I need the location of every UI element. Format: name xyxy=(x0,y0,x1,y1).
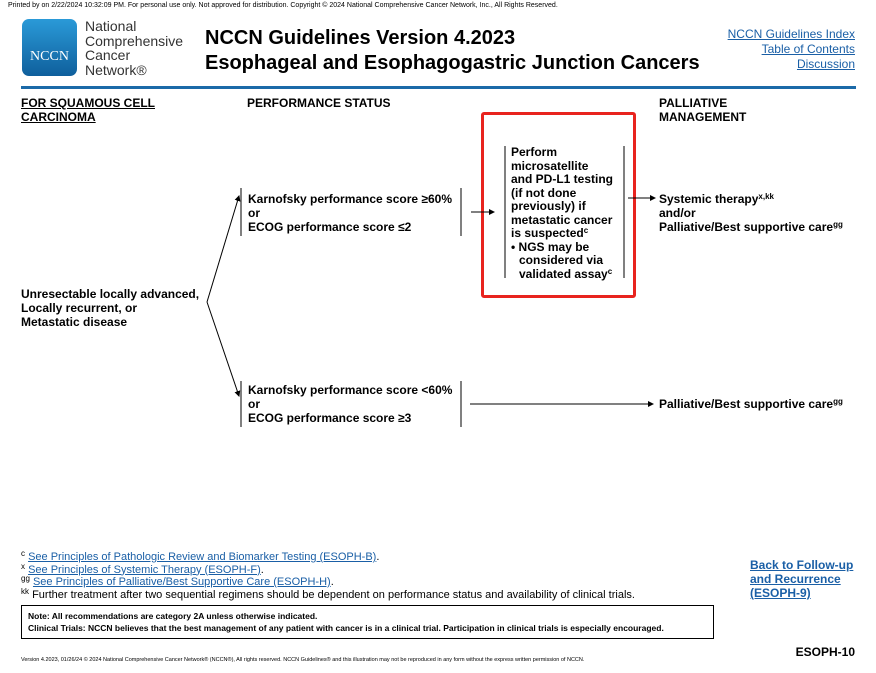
page-id: ESOPH-10 xyxy=(795,645,855,659)
discussion-link[interactable]: Discussion xyxy=(796,57,855,71)
note-box: Note: All recommendations are category 2… xyxy=(21,605,714,639)
testing-highlight-box xyxy=(481,112,636,298)
mgmt-low-node: Palliative/Best supportive caregg xyxy=(659,397,843,411)
nccn-logo: NCCN xyxy=(22,19,77,76)
print-line: Printed by on 2/22/2024 10:32:09 PM. For… xyxy=(8,2,558,9)
footnote-link-c[interactable]: See Principles of Pathologic Review and … xyxy=(28,551,377,563)
start-node: Unresectable locally advanced,Locally re… xyxy=(21,287,200,329)
footnote-link-gg[interactable]: See Principles of Palliative/Best Suppor… xyxy=(32,576,331,588)
header-divider xyxy=(21,86,856,89)
connector-to-low xyxy=(206,301,241,397)
nav-links: NCCN Guidelines Index Table of Contents … xyxy=(728,27,855,72)
header-performance: PERFORMANCE STATUS xyxy=(247,96,391,110)
guidelines-index-link[interactable]: NCCN Guidelines Index xyxy=(727,27,855,41)
connector-to-high xyxy=(206,195,241,303)
copyright: Version 4.2023, 01/26/24 © 2024 National… xyxy=(21,657,585,663)
toc-link[interactable]: Table of Contents xyxy=(761,42,855,56)
footnotes: c See Principles of Pathologic Review an… xyxy=(21,549,635,601)
footnote-link-x[interactable]: See Principles of Systemic Therapy (ESOP… xyxy=(28,563,261,576)
